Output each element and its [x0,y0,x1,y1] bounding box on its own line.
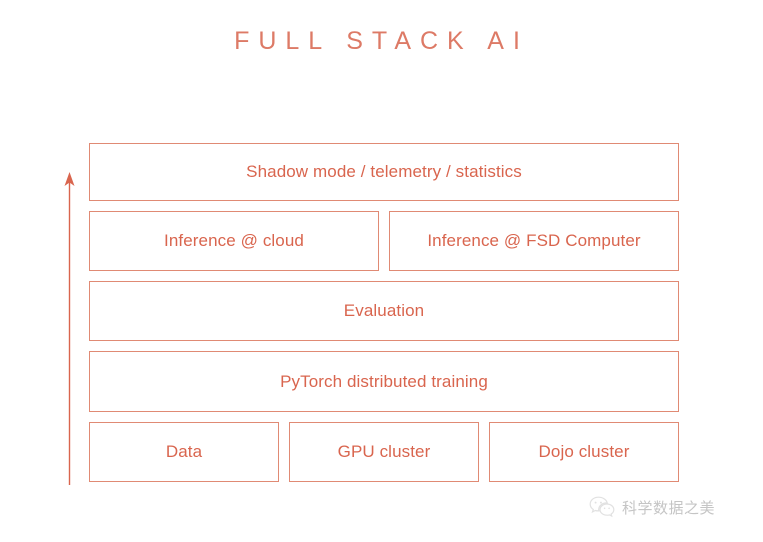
upward-stack-arrow-glyph [64,172,75,485]
wechat-icon [589,495,615,519]
stack-box-data[interactable]: Data [89,422,279,482]
page-title: FULL STACK AI [234,27,529,55]
stack-box-inference-cloud[interactable]: Inference @ cloud [89,211,379,271]
stack-box-inference-fsd-computer[interactable]: Inference @ FSD Computer [389,211,679,271]
row-gap [479,422,489,482]
row-gap [379,211,389,271]
stack-box-gpu-cluster[interactable]: GPU cluster [289,422,479,482]
stack-row-telemetry: Shadow mode / telemetry / statistics [89,143,679,201]
stack-box-evaluation[interactable]: Evaluation [89,281,679,341]
wechat-icon-glyph [589,496,615,518]
stack-box-pytorch-distributed-training[interactable]: PyTorch distributed training [89,351,679,412]
stack-row-evaluation: Evaluation [89,281,679,341]
stack-row-inference: Inference @ cloud Inference @ FSD Comput… [89,211,679,271]
row-gap [279,422,289,482]
upward-stack-arrow [60,170,80,485]
watermark-text: 科学数据之美 [622,499,716,517]
full-stack-diagram: Shadow mode / telemetry / statistics Inf… [89,143,679,482]
watermark: 科学数据之美 [589,495,715,519]
stack-row-training: PyTorch distributed training [89,351,679,412]
stack-box-shadow-mode[interactable]: Shadow mode / telemetry / statistics [89,143,679,201]
stack-box-dojo-cluster[interactable]: Dojo cluster [489,422,679,482]
stack-row-infrastructure: Data GPU cluster Dojo cluster [89,422,679,482]
